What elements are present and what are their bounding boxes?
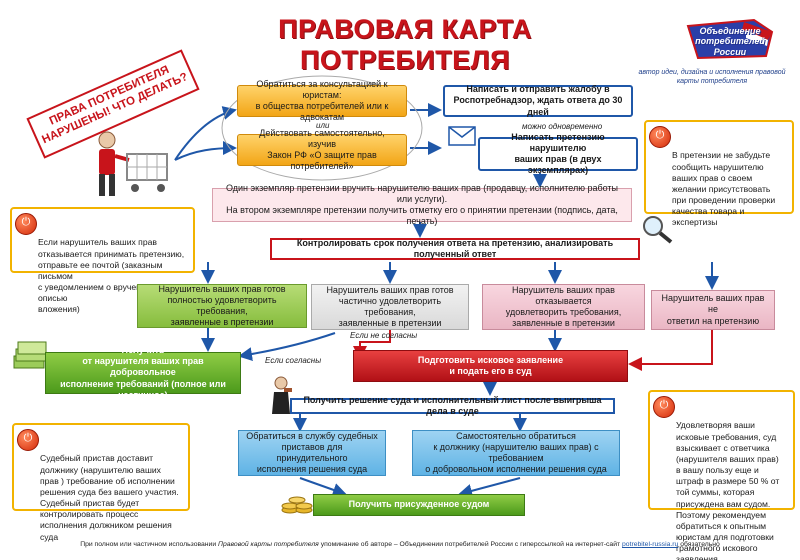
footer-text-2: упоминание об авторе – Объединении потре… bbox=[318, 541, 623, 548]
if-not-agree-label: Если не согласны bbox=[350, 331, 418, 340]
logo-text: Объединение потребителей России bbox=[695, 26, 765, 57]
footer-text-1: При полном или частичном использовании bbox=[80, 541, 219, 548]
partial-satisfaction-box: Нарушитель ваших прав готов частично удо… bbox=[311, 284, 469, 330]
logo-badge-icon bbox=[686, 18, 774, 60]
footer-notice: При полном или частичном использовании П… bbox=[0, 541, 800, 548]
no-answer-box: Нарушитель ваших прав не ответил на прет… bbox=[651, 290, 775, 330]
self-study-law-box: Действовать самостоятельно, изучив Закон… bbox=[237, 128, 407, 171]
deliver-claim-box: Один экземпляр претензии вручить нарушит… bbox=[212, 183, 632, 226]
fine-note: Удовлетворяя ваши исковые требования, су… bbox=[648, 390, 795, 560]
shopper-with-cart-icon bbox=[98, 131, 168, 196]
simultaneously-label: можно одновременно bbox=[522, 122, 603, 131]
magnifier-icon bbox=[643, 216, 673, 244]
bailiff-note-text: Судебный пристав доставит должнику (нару… bbox=[40, 453, 179, 542]
or-label: или bbox=[316, 121, 330, 130]
claim-tip-text: В претензии не забудьте сообщить нарушит… bbox=[672, 150, 776, 228]
bailiff-service-box: Обратиться в службу судебных приставов д… bbox=[238, 430, 386, 476]
control-deadline-bar: Контролировать срок получения ответа на … bbox=[270, 238, 640, 260]
rospotrebnadzor-complaint-box: Написать и отправить жалобу в Роспотребн… bbox=[443, 84, 633, 117]
options-ellipse bbox=[221, 75, 423, 181]
refusal-box: Нарушитель ваших прав отказывается удовл… bbox=[482, 284, 645, 330]
refuse-claim-text: Если нарушитель ваших прав отказывается … bbox=[38, 237, 185, 315]
arrow-lines bbox=[174, 103, 719, 498]
footer-text-3: обязательно bbox=[678, 541, 720, 548]
money-stack-icon bbox=[13, 341, 47, 369]
bailiff-note: Судебный пристав доставит должнику (нару… bbox=[12, 423, 190, 542]
attention-icon bbox=[17, 429, 39, 451]
court-decision-bar: Получить решение суда и исполнительный л… bbox=[290, 395, 615, 416]
receive-awarded-box: Получить присужденное судом bbox=[313, 494, 525, 516]
consult-lawyers-box: Обратиться за консультацией к юристам: в… bbox=[237, 79, 407, 122]
envelope-icon bbox=[448, 126, 476, 146]
full-satisfaction-box: Нарушитель ваших прав готов полностью уд… bbox=[137, 284, 307, 328]
fine-note-text: Удовлетворяя ваши исковые требования, су… bbox=[676, 420, 780, 560]
write-claim-box: Написать претензию нарушителю ваших прав… bbox=[478, 132, 638, 175]
attention-icon bbox=[15, 213, 37, 235]
attention-icon bbox=[649, 126, 671, 148]
claim-tip-note: В претензии не забудьте сообщить нарушит… bbox=[644, 120, 794, 227]
prepare-lawsuit-box: Подготовить исковое заявление и подать е… bbox=[353, 350, 628, 382]
attention-icon bbox=[653, 396, 675, 418]
refuse-claim-note: Если нарушитель ваших прав отказывается … bbox=[10, 207, 195, 314]
footer-italic: Правовой карты потребителя bbox=[218, 541, 319, 548]
logo: Объединение потребителей России bbox=[684, 18, 776, 60]
coins-icon bbox=[281, 496, 313, 514]
self-enforcement-box: Самостоятельно обратиться к должнику (на… bbox=[412, 430, 620, 476]
if-agree-label: Если согласны bbox=[265, 356, 322, 365]
author-credits: автор идеи, дизайна и исполнения правово… bbox=[638, 69, 786, 86]
page-title: ПРАВОВАЯ КАРТА ПОТРЕБИТЕЛЯ bbox=[278, 14, 532, 75]
judge-icon bbox=[272, 376, 292, 414]
receive-voluntary-box: Получить от нарушителя ваших прав добров… bbox=[45, 345, 241, 400]
footer-site-link[interactable]: potrebitel-russia.ru bbox=[622, 541, 679, 548]
